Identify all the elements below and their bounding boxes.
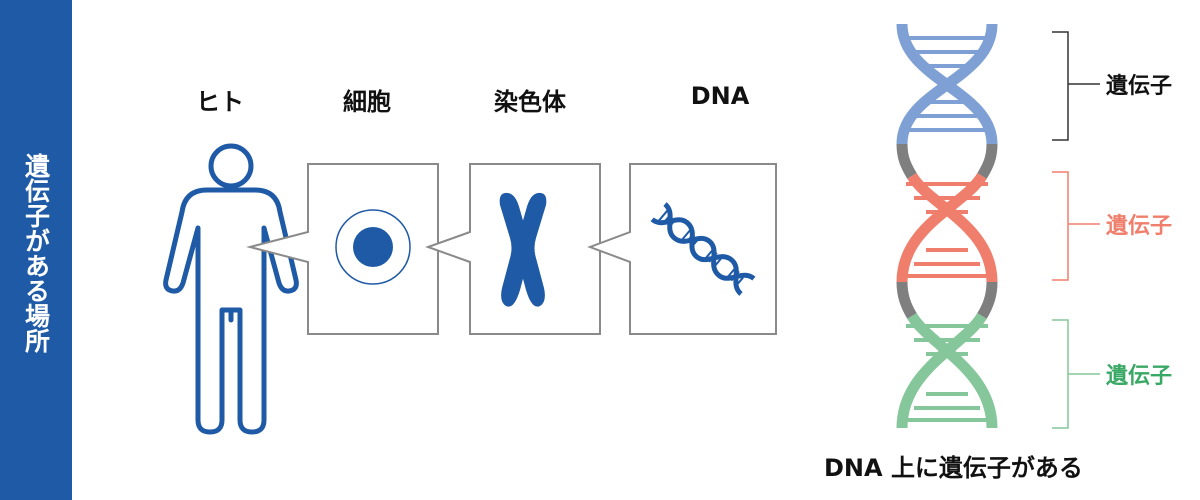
helix-caption: DNA 上に遺伝子がある (824, 448, 1154, 483)
gene-bracket-1 (1052, 32, 1100, 140)
gene-bracket-2 (1052, 172, 1100, 280)
helix-spacer (902, 282, 992, 316)
dna-helix (902, 24, 992, 428)
gene-label-3: 遺伝子 (1106, 358, 1172, 390)
helix-segment-blue (902, 24, 992, 144)
dna-callout (590, 164, 776, 334)
cell-callout (250, 164, 438, 334)
helix-segment-green (902, 316, 992, 428)
gene-label-2: 遺伝子 (1106, 208, 1172, 240)
human-icon (166, 146, 297, 432)
chromosome-callout (428, 164, 600, 334)
gene-bracket-3 (1052, 320, 1100, 428)
gene-label-1: 遺伝子 (1106, 68, 1172, 100)
helix-spacer (902, 144, 992, 176)
helix-segment-red (902, 176, 992, 282)
